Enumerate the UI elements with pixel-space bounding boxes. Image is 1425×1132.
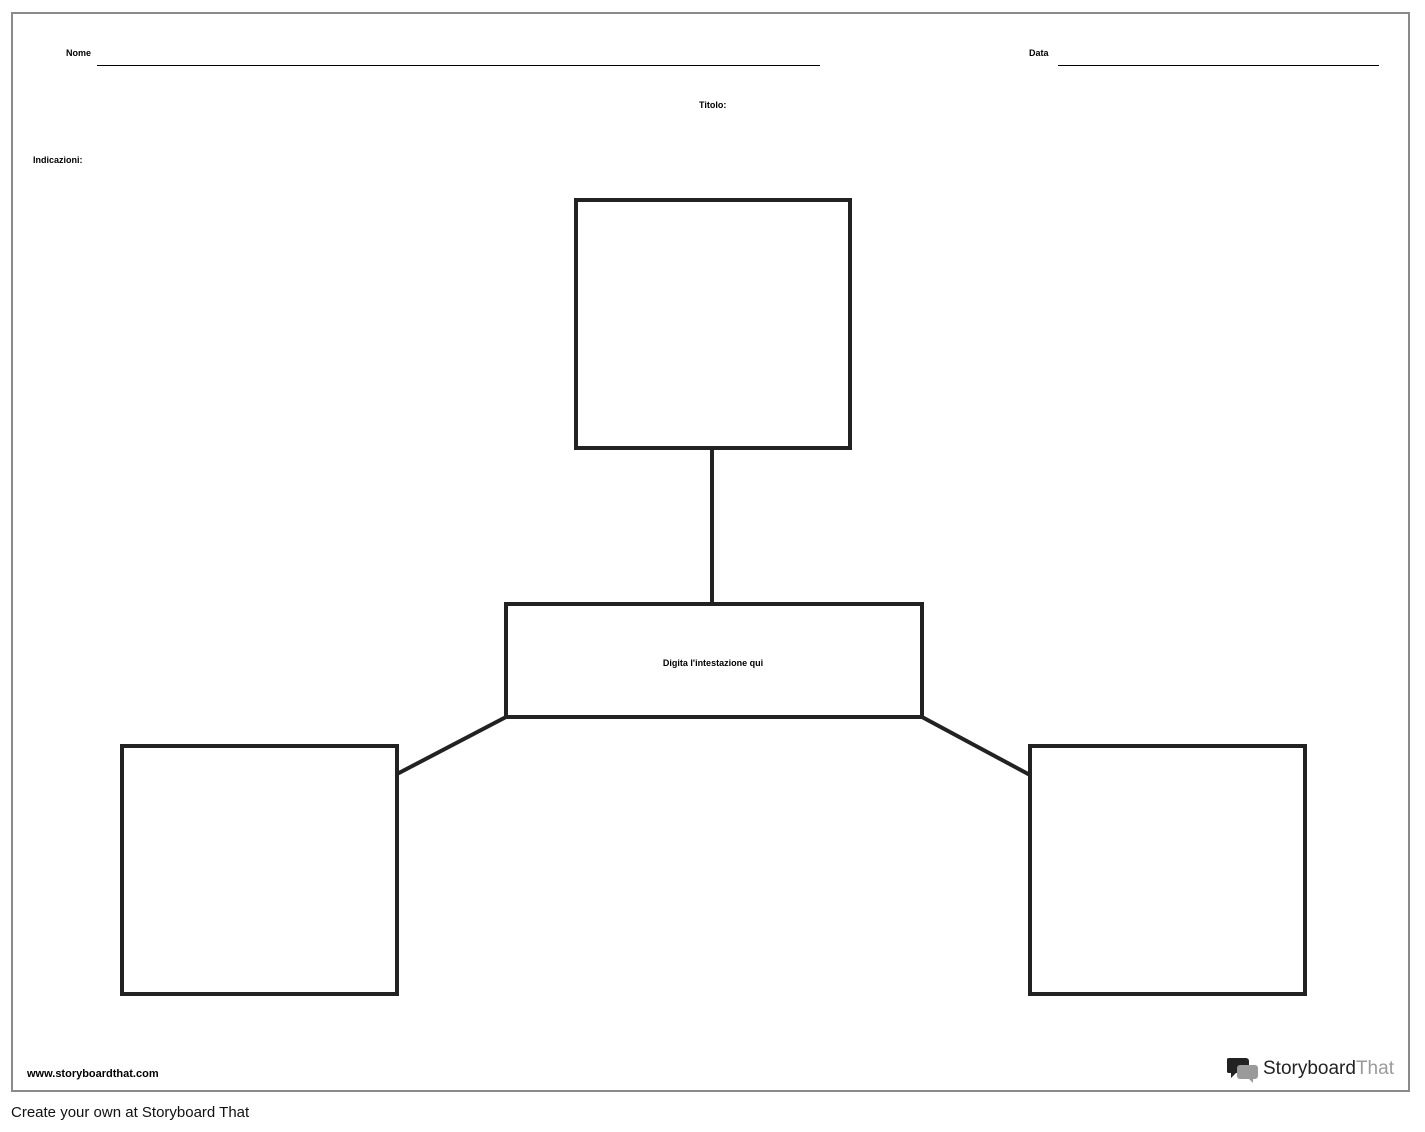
- create-your-own-caption[interactable]: Create your own at Storyboard That: [11, 1104, 250, 1121]
- connector-left: [396, 715, 507, 776]
- name-field-line[interactable]: [97, 65, 820, 66]
- speech-bubbles-icon: [1227, 1058, 1258, 1083]
- directions-label: Indicazioni:: [33, 155, 83, 165]
- date-label: Data: [1029, 48, 1049, 58]
- footer-url[interactable]: www.storyboardthat.com: [27, 1068, 159, 1080]
- right-node-box[interactable]: [1028, 744, 1307, 996]
- left-node-box[interactable]: [120, 744, 399, 996]
- brand-name: StoryboardThat: [1263, 1058, 1394, 1080]
- brand-accent-text: That: [1355, 1058, 1394, 1079]
- title-label: Titolo:: [699, 100, 727, 110]
- top-node-box[interactable]: [574, 198, 852, 450]
- storyboardthat-logo[interactable]: StoryboardThat: [1227, 1055, 1394, 1083]
- connector-right: [921, 715, 1031, 777]
- name-label: Nome: [66, 48, 92, 58]
- center-node-label: Digita l'intestazione qui: [663, 658, 763, 668]
- brand-main-text: Storyboard: [1263, 1058, 1356, 1079]
- date-field-line[interactable]: [1058, 65, 1379, 66]
- center-node-box[interactable]: [504, 602, 924, 719]
